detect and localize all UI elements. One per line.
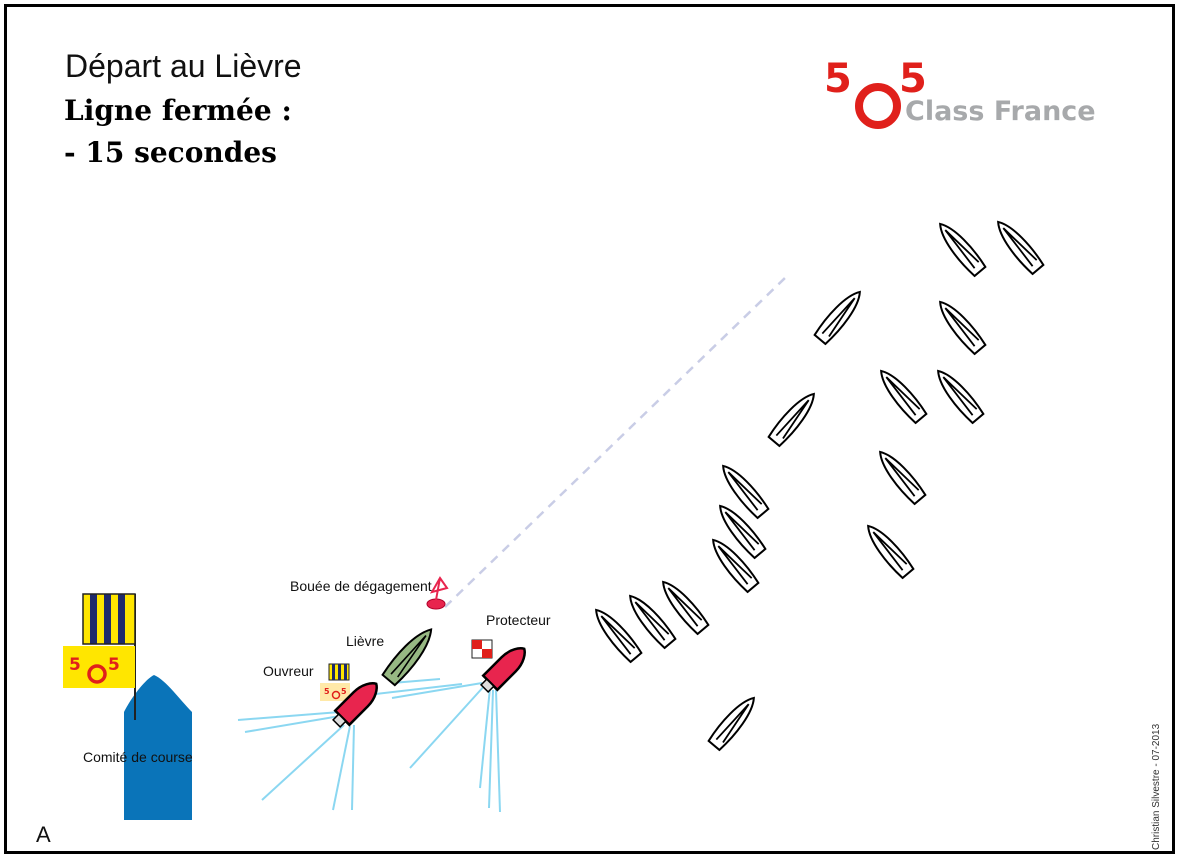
credit-text: Christian Silvestre - 07-2013 xyxy=(1151,723,1162,850)
diagram-title: Départ au Lièvre xyxy=(65,48,302,84)
label-hare: Lièvre xyxy=(346,633,385,649)
505-class-france-logo: 5 5 xyxy=(824,56,927,129)
fleet-boat xyxy=(873,364,929,425)
protector-rib xyxy=(480,647,526,693)
fleet-boat xyxy=(932,217,988,278)
fleet-boat xyxy=(990,215,1046,276)
label-buoy: Bouée de dégagement xyxy=(290,578,432,594)
class-flag: 5 5 xyxy=(63,646,135,688)
diagram-frame xyxy=(4,4,1175,854)
release-buoy xyxy=(426,576,449,610)
opener-class-flag: 5 5 xyxy=(320,683,350,701)
svg-text:5: 5 xyxy=(108,655,120,675)
logo-text: Class France xyxy=(905,96,1096,127)
opener-rib xyxy=(332,682,378,728)
committee-boat xyxy=(124,675,192,820)
opener-g-flag xyxy=(328,663,350,681)
subtitle-line-1: Ligne fermée : xyxy=(64,94,292,127)
label-committee: Comité de course xyxy=(83,749,193,765)
svg-text:5: 5 xyxy=(341,687,347,696)
corner-letter: A xyxy=(36,822,51,847)
protector-flag xyxy=(471,639,493,659)
fleet xyxy=(588,215,1046,752)
g-flag xyxy=(82,593,136,645)
hare-boat xyxy=(381,628,433,687)
svg-text:5: 5 xyxy=(824,56,852,102)
fleet-boat xyxy=(812,285,868,346)
fleet-boat xyxy=(872,445,928,506)
fleet-boat xyxy=(588,603,644,664)
fleet-boat xyxy=(860,519,916,580)
label-opener: Ouvreur xyxy=(263,663,314,679)
label-protector: Protecteur xyxy=(486,612,551,628)
svg-text:5: 5 xyxy=(324,687,330,696)
fleet-boat xyxy=(706,691,762,752)
subtitle-line-2: - 15 secondes xyxy=(64,136,277,169)
fleet-boat xyxy=(766,387,822,448)
svg-text:5: 5 xyxy=(69,655,81,675)
svg-text:5: 5 xyxy=(899,56,927,102)
fleet-boat xyxy=(932,295,988,356)
wake-lines xyxy=(237,678,501,813)
fleet-boat xyxy=(930,364,986,425)
